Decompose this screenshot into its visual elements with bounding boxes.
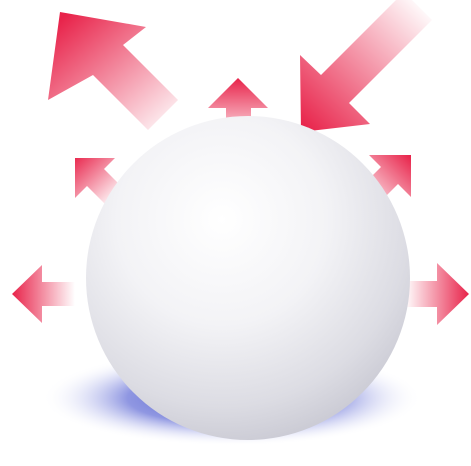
sphere-icon: [86, 116, 410, 440]
arrow-down-left-large-icon: [300, 0, 432, 132]
arrow-up-left-large-icon: [48, 12, 178, 130]
arrow-right-icon: [404, 263, 469, 325]
arrow-left-icon: [12, 265, 76, 323]
